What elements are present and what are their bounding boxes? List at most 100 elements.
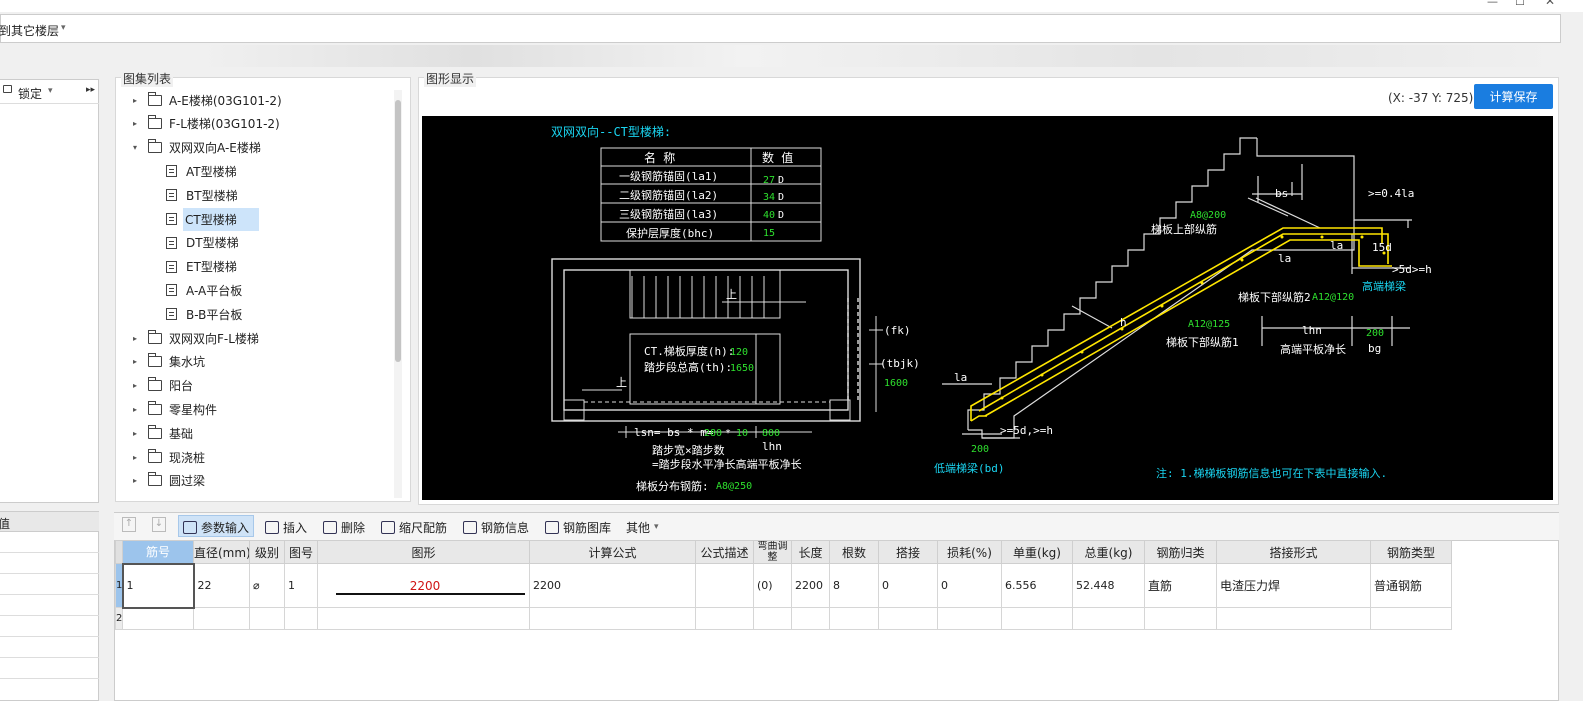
table-cell[interactable]: (0) bbox=[753, 563, 792, 608]
table-cell[interactable]: 0 bbox=[937, 563, 1002, 608]
tree-scroll-thumb[interactable] bbox=[395, 100, 401, 362]
table-cell[interactable]: 1 bbox=[284, 563, 318, 608]
tree-item[interactable]: ▾双网双向A-E楼梯 bbox=[130, 137, 261, 159]
other-button[interactable]: 其他▾ bbox=[626, 517, 659, 537]
chevron-right-icon[interactable]: ▸ bbox=[132, 476, 137, 486]
chevron-right-icon[interactable]: ▸ bbox=[132, 428, 137, 438]
column-header[interactable]: 根数 bbox=[829, 540, 879, 564]
table-cell[interactable]: 直筋 bbox=[1144, 563, 1217, 608]
column-header[interactable]: 搭接形式 bbox=[1216, 540, 1371, 564]
table-cell[interactable]: 2200 bbox=[791, 563, 830, 608]
delete-button[interactable]: 删除 bbox=[323, 517, 365, 537]
layer-label[interactable]: 到其它楼层 bbox=[0, 24, 60, 38]
tree-item[interactable]: ▸A-E楼梯(03G101-2) bbox=[130, 89, 282, 111]
table-cell[interactable]: 2200 bbox=[317, 563, 530, 608]
move-down-icon[interactable]: ↓ bbox=[152, 517, 166, 532]
rebar-info-button[interactable]: 钢筋信息 bbox=[463, 517, 529, 537]
chevron-right-icon[interactable]: ▸ bbox=[132, 452, 137, 462]
table-cell[interactable] bbox=[1144, 607, 1217, 630]
tree-item[interactable]: ▸阳台 bbox=[130, 375, 193, 397]
table-cell[interactable]: 6.556 bbox=[1001, 563, 1073, 608]
column-header[interactable]: 计算公式 bbox=[529, 540, 696, 564]
column-header[interactable]: 图号 bbox=[284, 540, 318, 564]
table-cell[interactable]: 22 bbox=[193, 563, 250, 608]
column-header[interactable]: 钢筋类型 bbox=[1370, 540, 1452, 564]
chevron-right-icon[interactable]: ▸ bbox=[132, 119, 137, 129]
tree-item[interactable]: AT型楼梯 bbox=[166, 160, 237, 182]
lock-dropdown-icon[interactable]: ▾ bbox=[48, 86, 53, 96]
table-cell[interactable] bbox=[249, 607, 285, 630]
table-cell[interactable]: 52.448 bbox=[1072, 563, 1145, 608]
table-cell[interactable] bbox=[1216, 607, 1371, 630]
table-cell[interactable] bbox=[1370, 607, 1452, 630]
column-header[interactable]: 图形 bbox=[317, 540, 530, 564]
table-cell[interactable]: 2200 bbox=[529, 563, 696, 608]
column-header[interactable]: 损耗(%) bbox=[937, 540, 1002, 564]
tree-item[interactable]: ▸集水坑 bbox=[130, 351, 205, 373]
chevron-right-icon[interactable]: ▸ bbox=[132, 357, 137, 367]
column-header[interactable]: 钢筋归类 bbox=[1144, 540, 1217, 564]
table-cell[interactable] bbox=[317, 607, 530, 630]
table-cell[interactable] bbox=[193, 607, 250, 630]
tree-item[interactable]: ▸F-L楼梯(03G101-2) bbox=[130, 113, 280, 135]
column-header[interactable]: 公式描述 bbox=[695, 540, 754, 564]
lock-label[interactable]: 锁定 bbox=[18, 87, 43, 101]
move-up-icon[interactable]: ↑ bbox=[122, 517, 136, 532]
param-input-button[interactable]: 参数输入 bbox=[183, 517, 249, 537]
minimize-button[interactable]: — bbox=[1487, 0, 1498, 8]
tree-item[interactable]: ▸圆过梁 bbox=[130, 470, 205, 492]
column-header[interactable]: 单重(kg) bbox=[1001, 540, 1073, 564]
row-number[interactable]: 1 bbox=[115, 563, 123, 608]
table-cell[interactable]: 8 bbox=[829, 563, 879, 608]
tree-item[interactable]: ▸基础 bbox=[130, 422, 193, 444]
table-cell[interactable] bbox=[829, 607, 879, 630]
chevron-down-icon[interactable]: ▾ bbox=[132, 143, 137, 153]
table-cell[interactable] bbox=[122, 607, 194, 630]
chevron-right-icon[interactable]: ▸ bbox=[132, 95, 137, 105]
column-header[interactable]: 弯曲调整 bbox=[753, 540, 792, 564]
table-cell[interactable] bbox=[753, 607, 792, 630]
table-cell[interactable]: 普通钢筋 bbox=[1370, 563, 1452, 608]
tree-item[interactable]: B-B平台板 bbox=[166, 303, 242, 325]
table-cell[interactable] bbox=[791, 607, 830, 630]
table-cell[interactable] bbox=[1001, 607, 1073, 630]
tree-item[interactable]: ▸双网双向F-L楼梯 bbox=[130, 327, 259, 349]
table-cell[interactable] bbox=[529, 607, 696, 630]
tree-item[interactable]: A-A平台板 bbox=[166, 279, 242, 301]
close-button[interactable]: ✕ bbox=[1545, 0, 1556, 8]
tree-item[interactable]: CT型楼梯 bbox=[166, 207, 259, 231]
cad-canvas[interactable]: 双网双向--CT型楼梯: 名 称 数 值 一级钢筋锚固(la1) 27 D 二级… bbox=[422, 116, 1553, 500]
expand-icon[interactable]: ▸▸ bbox=[86, 85, 96, 95]
column-header[interactable]: 级别 bbox=[249, 540, 285, 564]
table-cell[interactable] bbox=[284, 607, 318, 630]
tree-item[interactable]: ▸零星构件 bbox=[130, 398, 217, 420]
table-cell[interactable] bbox=[878, 607, 938, 630]
maximize-button[interactable]: ☐ bbox=[1515, 0, 1525, 8]
table-cell[interactable] bbox=[1072, 607, 1145, 630]
table-cell[interactable] bbox=[937, 607, 1002, 630]
layer-dropdown-icon[interactable]: ▾ bbox=[61, 23, 66, 33]
scale-rebar-button[interactable]: 缩尺配筋 bbox=[381, 517, 447, 537]
table-cell[interactable]: 0 bbox=[878, 563, 938, 608]
column-header[interactable]: 总重(kg) bbox=[1072, 540, 1145, 564]
table-cell[interactable] bbox=[695, 563, 754, 608]
table-cell[interactable]: 电渣压力焊 bbox=[1216, 563, 1371, 608]
chevron-right-icon[interactable]: ▸ bbox=[132, 404, 137, 414]
chevron-right-icon[interactable]: ▸ bbox=[132, 381, 137, 391]
tree-item[interactable]: ▸现浇桩 bbox=[130, 446, 205, 468]
table-cell[interactable]: ⌀ bbox=[249, 563, 285, 608]
save-button[interactable]: 计算保存 bbox=[1474, 84, 1553, 109]
tree-item[interactable]: ET型楼梯 bbox=[166, 256, 237, 278]
chevron-right-icon[interactable]: ▸ bbox=[132, 333, 137, 343]
table-cell[interactable]: 1 bbox=[121, 562, 195, 609]
table-cell[interactable] bbox=[695, 607, 754, 630]
rebar-library-button[interactable]: 钢筋图库 bbox=[545, 517, 611, 537]
column-header[interactable]: 搭接 bbox=[878, 540, 938, 564]
tree-scrollbar[interactable] bbox=[394, 90, 402, 498]
insert-button[interactable]: 插入 bbox=[265, 517, 307, 537]
table-row[interactable]: 2 bbox=[115, 607, 1452, 630]
column-header[interactable]: 筋号 bbox=[122, 540, 194, 564]
column-header[interactable]: 长度 bbox=[791, 540, 830, 564]
column-header[interactable]: 直径(mm) bbox=[193, 540, 250, 564]
